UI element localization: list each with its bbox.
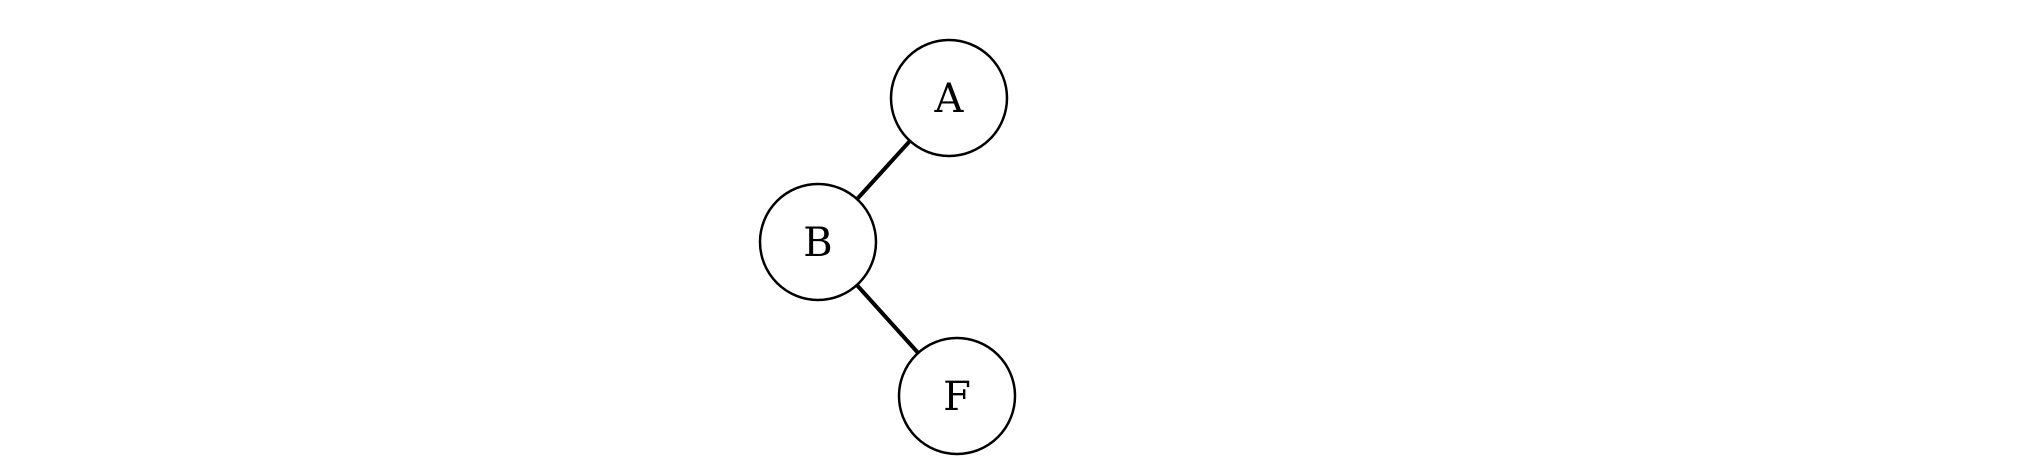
node-b: B — [758, 182, 878, 302]
node-f-label: F — [943, 374, 971, 420]
node-b-label: B — [803, 220, 832, 266]
node-f: F — [897, 336, 1017, 456]
node-a-label: A — [934, 76, 965, 122]
node-f-circle — [897, 336, 1017, 456]
node-a: A — [889, 38, 1009, 158]
node-a-circle — [889, 38, 1009, 158]
node-b-circle — [758, 182, 878, 302]
